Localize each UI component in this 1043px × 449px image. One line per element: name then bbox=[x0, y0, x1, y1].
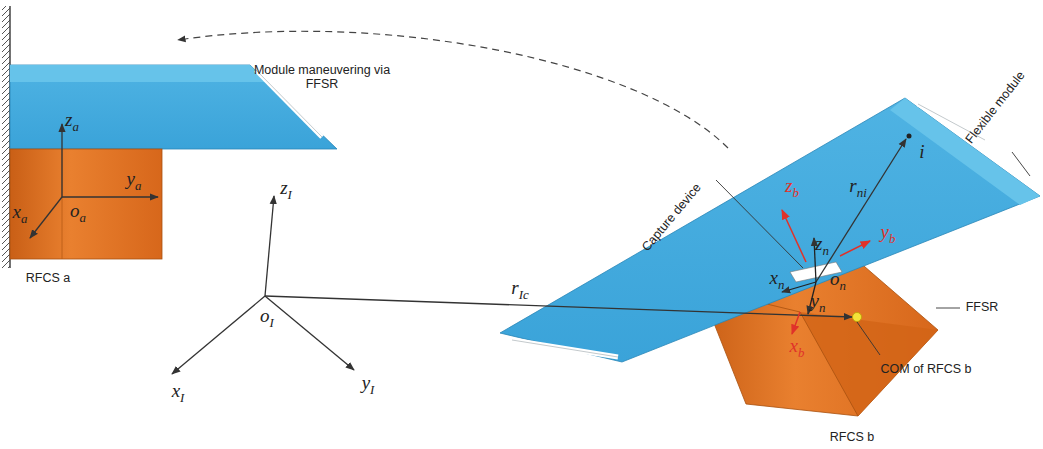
frame-b-axes bbox=[782, 210, 870, 334]
part-label: Module maneuvering via FFSR bbox=[252, 64, 392, 92]
part-label: RFCS a bbox=[26, 272, 70, 286]
position-vector bbox=[816, 139, 906, 282]
frame-a-axes bbox=[30, 124, 158, 238]
symbol-label: yb bbox=[881, 222, 896, 246]
part-label: Flexible module bbox=[964, 69, 1029, 146]
inertial-axes bbox=[172, 196, 354, 374]
symbol-label: rni bbox=[849, 176, 866, 200]
symbol-label: zI bbox=[280, 178, 292, 202]
maneuver-arc bbox=[178, 31, 728, 148]
symbol-label: ya bbox=[127, 169, 142, 193]
symbol-label: rIc bbox=[511, 278, 528, 302]
part-label: COM of RFCS b bbox=[881, 363, 972, 377]
symbol-label: yn bbox=[811, 291, 826, 315]
symbol-label: i bbox=[919, 142, 924, 163]
symbol-label: xI bbox=[172, 381, 185, 405]
symbol-label: oa bbox=[70, 201, 86, 225]
symbol-label: xb bbox=[790, 336, 805, 360]
rfcs-a-box bbox=[10, 149, 162, 259]
symbol-label: oI bbox=[260, 306, 274, 330]
flexible-module-right bbox=[500, 98, 1040, 362]
symbol-label: xa bbox=[13, 202, 28, 226]
symbol-label: on bbox=[830, 269, 846, 293]
leader-line bbox=[716, 152, 1030, 355]
symbol-label: yI bbox=[362, 373, 375, 397]
part-label: RFCS b bbox=[830, 431, 874, 445]
wall bbox=[2, 6, 10, 268]
symbol-label: xn bbox=[770, 268, 785, 292]
position-vector bbox=[265, 296, 852, 317]
part-label: FFSR bbox=[966, 301, 999, 315]
flexible-module-left bbox=[10, 65, 337, 149]
symbol-label: zb bbox=[785, 176, 799, 200]
symbol-label: za bbox=[65, 110, 79, 134]
symbol-label: zn bbox=[815, 234, 829, 258]
com-dot bbox=[853, 313, 862, 322]
point-marker bbox=[907, 134, 912, 139]
